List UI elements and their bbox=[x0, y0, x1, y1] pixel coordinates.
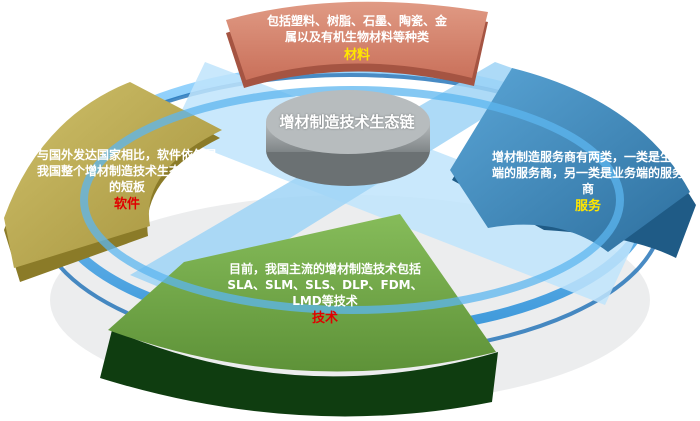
technology-label: 目前，我国主流的增材制造技术包括SLA、SLM、SLS、DLP、FDM、LMD等… bbox=[222, 262, 428, 328]
services-title: 服务 bbox=[574, 199, 601, 215]
materials-description: 包括塑料、树脂、石墨、陶瓷、金属以及有机生物材料等种类 bbox=[266, 14, 447, 44]
materials-label: 包括塑料、树脂、石墨、陶瓷、金属以及有机生物材料等种类 材料 bbox=[262, 14, 452, 64]
services-label: 增材制造服务商有两类，一类是生产端的服务商，另一类是业务端的服务商 服务 bbox=[488, 150, 688, 216]
software-description: 与国外发达国家相比，软件依然是我国整个增材制造技术生态链发展的短板 bbox=[36, 148, 217, 194]
technology-segment-side bbox=[100, 330, 498, 417]
technology-description: 目前，我国主流的增材制造技术包括SLA、SLM、SLS、DLP、FDM、LMD等… bbox=[227, 262, 423, 308]
materials-title: 材料 bbox=[343, 47, 370, 63]
software-segment bbox=[4, 82, 222, 268]
materials-segment bbox=[226, 1, 488, 80]
technology-segment bbox=[108, 214, 496, 372]
technology-title: 技术 bbox=[311, 311, 338, 327]
software-label: 与国外发达国家相比，软件依然是我国整个增材制造技术生态链发展的短板 软件 bbox=[32, 148, 222, 214]
hub-top bbox=[266, 90, 430, 154]
center-title: 增材制造技术生态链 bbox=[279, 113, 415, 131]
inner-ring bbox=[80, 86, 624, 314]
services-description: 增材制造服务商有两类，一类是生产端的服务商，另一类是业务端的服务商 bbox=[491, 150, 684, 196]
software-title: 软件 bbox=[113, 197, 140, 213]
